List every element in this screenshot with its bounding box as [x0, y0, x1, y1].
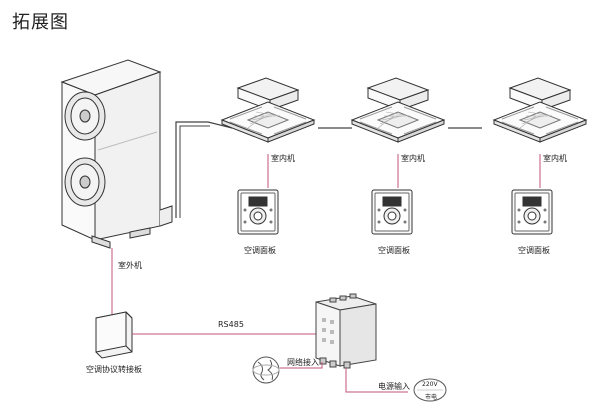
rs485-label: RS485: [218, 320, 244, 329]
control-panel-1: [237, 189, 279, 235]
gateway-module: [315, 293, 377, 369]
internet-globe-icon: [252, 356, 280, 384]
indoor-unit-label-3: 室内机: [543, 154, 567, 163]
network-wire: [280, 362, 323, 369]
control-panel-3: [511, 189, 553, 235]
control-panel-label-2: 空调面板: [378, 246, 410, 255]
protocol-converter-board: [95, 311, 133, 359]
indoor-unit-label-2: 室内机: [401, 154, 425, 163]
voltage-label: 220V: [422, 381, 438, 388]
network-input-label: 网络接入: [287, 358, 319, 367]
outdoor-unit-label: 室外机: [118, 261, 142, 270]
indoor-unit-3: [492, 77, 588, 143]
control-panel-2: [371, 189, 413, 235]
control-panel-label-1: 空调面板: [244, 246, 276, 255]
indoor-unit-1: [220, 77, 316, 143]
page-title: 拓展图: [12, 12, 69, 33]
indoor-unit-label-1: 室内机: [271, 154, 295, 163]
mains-label: 市电: [425, 394, 438, 401]
control-panel-label-3: 空调面板: [518, 246, 550, 255]
power-wire: [345, 368, 408, 393]
refrigerant-pipe: [175, 121, 233, 218]
indoor-unit-2: [350, 77, 446, 143]
outdoor-unit: [60, 59, 173, 249]
converter-label: 空调协议转接板: [86, 365, 142, 374]
power-input-label: 电源输入: [378, 382, 410, 391]
